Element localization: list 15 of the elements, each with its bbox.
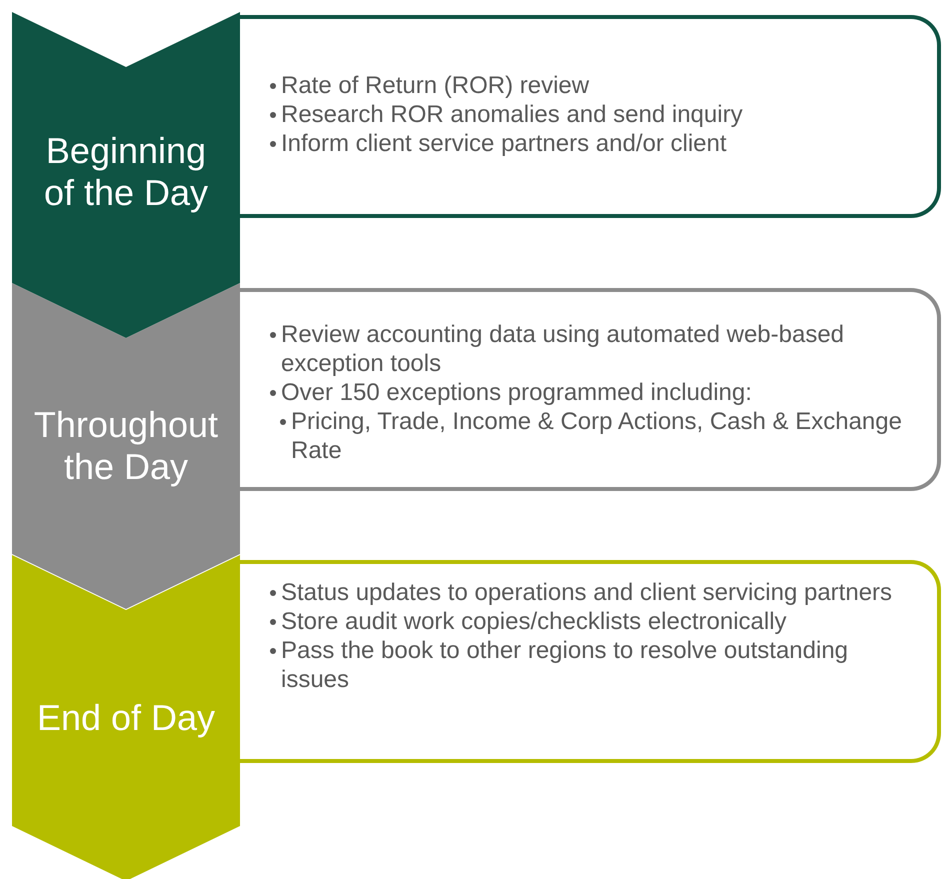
bullet-text: Pass the book to other regions to resolve outstanding issues xyxy=(281,636,850,694)
stage-title: Throughout the Day xyxy=(32,404,220,488)
bullet-text: Pricing, Trade, Income & Corp Actions, Cash & Exchange Rate xyxy=(291,407,903,465)
bullet-text: Inform client service partners and/or client xyxy=(281,129,727,158)
stage-title: Beginning of the Day xyxy=(42,130,210,214)
bullet-text: Status updates to operations and client servicing partners xyxy=(281,578,892,607)
task-panel xyxy=(240,15,941,218)
stage-title: End of Day xyxy=(36,697,216,739)
bullet-text: Research ROR anomalies and send inquiry xyxy=(281,100,743,129)
task-panel xyxy=(240,560,941,763)
bullet-text: Review accounting data using automated web-based exception tools xyxy=(281,320,846,378)
task-panel xyxy=(240,288,941,491)
bullet-text: Store audit work copies/checklists electronically xyxy=(281,607,787,636)
bullet-text: Rate of Return (ROR) review xyxy=(281,71,590,100)
bullet-text: Over 150 exceptions programmed including: xyxy=(281,378,752,407)
